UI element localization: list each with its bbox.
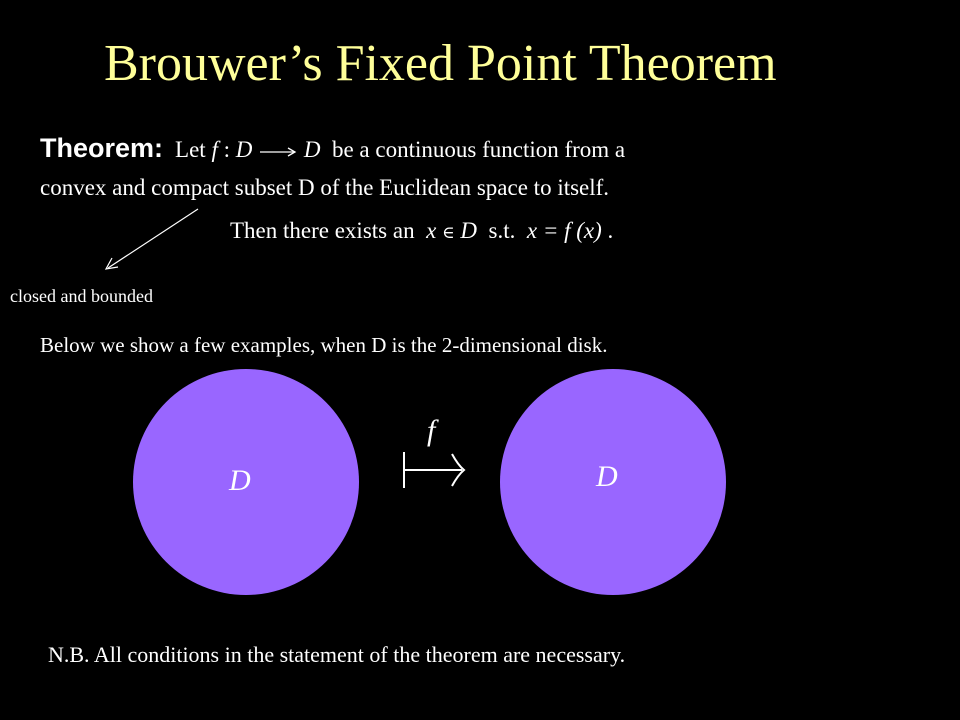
right-disk-label: D [596,460,618,493]
left-disk [133,369,359,595]
element-of-icon: ∈ [442,223,455,242]
annotation-closed-and-bounded: closed and bounded [10,286,153,306]
map-label: f [427,414,436,447]
theorem-line1-rest: be a continuous function from a [331,137,626,162]
function-symbol: f [211,137,218,162]
theorem-statement-line2: convex and compact subset D of the Eucli… [40,175,610,200]
domain-symbol: D [235,137,253,162]
codomain-symbol: D [303,137,321,162]
theorem-statement-line1: Theorem: Let f : D D be a continuous func… [40,132,625,166]
maps-to-arrow-icon [403,452,466,488]
theorem-let: Let [175,137,206,162]
colon-symbol: : [217,137,236,162]
footnote: N.B. All conditions in the statement of … [48,642,626,667]
slide-title: Brouwer’s Fixed Point Theorem [104,35,777,92]
conclusion-x: x [426,218,437,243]
theorem-conclusion: Then there exists an x ∈ D s.t. x = f (x… [230,215,613,249]
examples-intro: Below we show a few examples, when D is … [40,333,608,357]
left-disk-label: D [229,464,251,497]
conclusion-period: . [607,218,614,243]
theorem-label: Theorem: [40,133,164,163]
right-disk [500,369,726,595]
long-right-arrow-icon [260,147,297,157]
conclusion-set: D [460,218,478,243]
such-that: s.t. [488,218,516,243]
annotation-arrow-icon [104,208,199,270]
fixed-point-equation: x = f (x) [526,218,602,243]
conclusion-prefix: Then there exists an [230,218,415,243]
